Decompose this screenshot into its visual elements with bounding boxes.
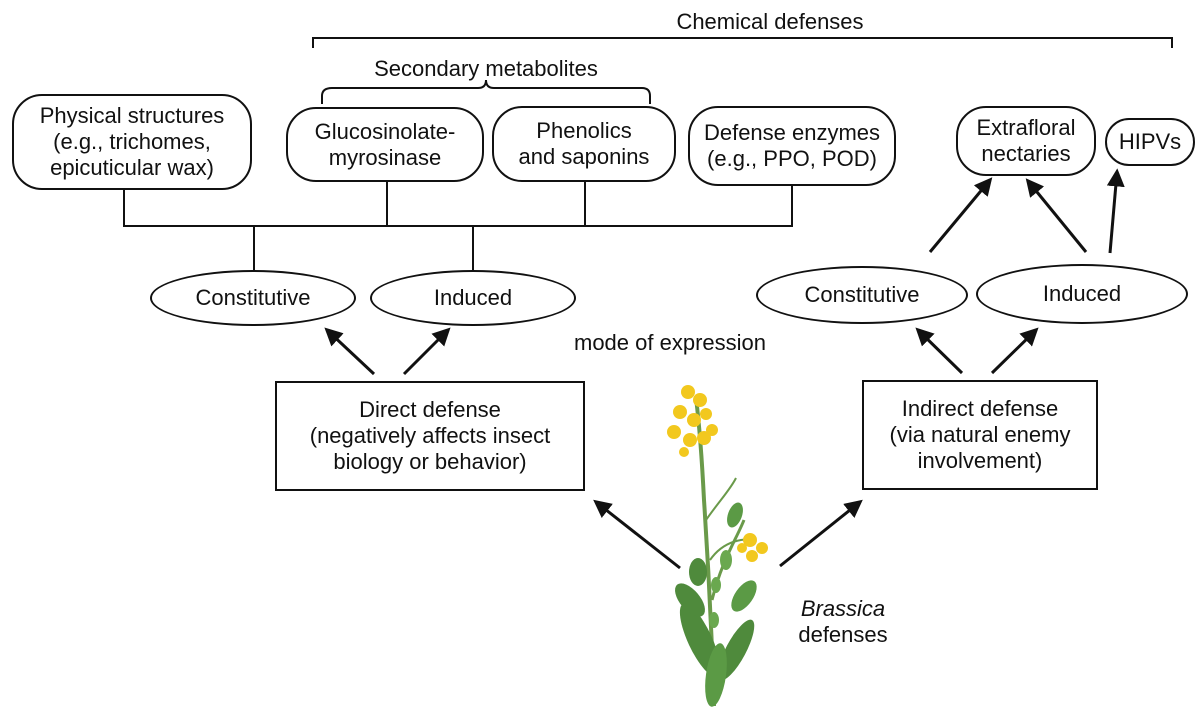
defenses-label: defenses (798, 622, 888, 647)
indirect-defense-node: Indirect defense (via natural enemy invo… (862, 380, 1098, 490)
defense-enzymes-node: Defense enzymes (e.g., PPO, POD) (688, 106, 896, 186)
secondary-metabolites-brace (321, 79, 651, 104)
direct-box-line-2: (negatively affects insect (309, 423, 551, 449)
phenolics-line-2: and saponins (518, 144, 650, 169)
extrafloral-line-2: nectaries (981, 141, 1071, 166)
brassica-plant-icon (667, 385, 768, 707)
secondary-metabolites-label: Secondary metabolites (374, 56, 598, 82)
arrow-plant-to-indirect (779, 499, 863, 568)
mode-of-expression-label: mode of expression (574, 330, 766, 356)
extrafloral-nectaries-node: Extrafloral nectaries (956, 106, 1096, 176)
direct-induced-node: Induced (370, 270, 576, 326)
direct-defense-node: Direct defense (negatively affects insec… (275, 381, 585, 491)
arrow-plant-to-direct (593, 499, 681, 570)
indirect-box-line-3: involvement) (917, 447, 1043, 473)
brassica-italic-label: Brassica (800, 596, 886, 622)
arrow-induced-to-hipvs (1106, 168, 1125, 254)
chemical-defenses-bracket (312, 37, 1173, 48)
arrow-indirect-to-induced (990, 327, 1039, 375)
indirect-box-line-2: (via natural enemy (889, 422, 1071, 448)
physical-structures-node: Physical structures (e.g., trichomes, ep… (12, 94, 252, 190)
hipvs-node: HIPVs (1105, 118, 1195, 166)
physical-line-2: (e.g., trichomes, (53, 129, 211, 155)
direct-constitutive-node: Constitutive (150, 270, 356, 326)
arrow-indirect-to-constitutive (915, 327, 964, 375)
enzymes-line-1: Defense enzymes (703, 120, 881, 146)
chemical-defenses-label: Chemical defenses (676, 9, 864, 35)
arrow-direct-to-induced (402, 327, 451, 376)
physical-line-3: epicuticular wax) (50, 154, 214, 180)
glucosinolate-line-2: myrosinase (328, 144, 442, 170)
enzymes-line-2: (e.g., PPO, POD) (707, 146, 877, 171)
brassica-defenses-label: Brassica defenses (768, 592, 918, 652)
glucosinolate-myrosinase-node: Glucosinolate- myrosinase (286, 107, 484, 182)
indirect-box-line-1: Indirect defense (901, 396, 1059, 422)
arrow-induced-to-extrafloral (1025, 178, 1088, 253)
arrow-direct-to-constitutive (324, 327, 376, 376)
extrafloral-line-1: Extrafloral (976, 115, 1076, 141)
indirect-constitutive-node: Constitutive (756, 266, 968, 324)
indirect-induced-node: Induced (976, 264, 1188, 324)
phenolics-line-1: Phenolics (536, 118, 632, 144)
direct-tree-connectors (123, 182, 793, 270)
phenolics-saponins-node: Phenolics and saponins (492, 106, 676, 182)
arrow-constitutive-to-extrafloral (928, 177, 993, 253)
glucosinolate-line-1: Glucosinolate- (314, 118, 456, 144)
direct-box-line-3: biology or behavior) (333, 448, 527, 474)
physical-line-1: Physical structures (39, 103, 225, 129)
direct-box-line-1: Direct defense (359, 397, 501, 423)
